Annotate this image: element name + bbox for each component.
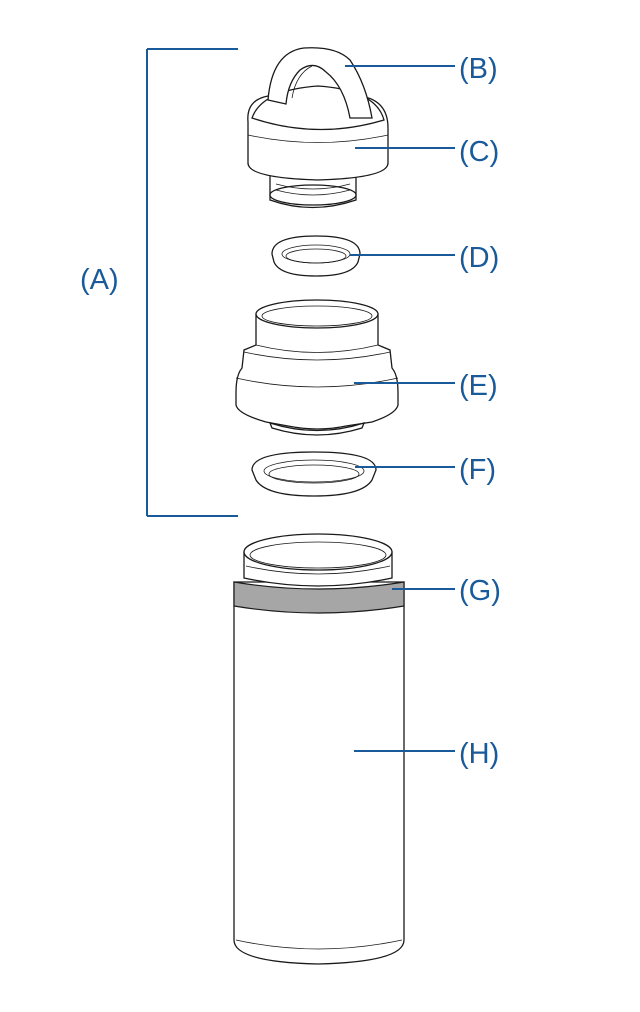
small-gasket-part xyxy=(271,235,361,277)
collar-part xyxy=(235,299,399,436)
label-a: (A) xyxy=(80,264,119,296)
cap-part xyxy=(247,47,389,209)
label-h: (H) xyxy=(459,738,500,770)
large-gasket-part xyxy=(251,451,377,497)
bottle-body-part xyxy=(233,533,405,965)
label-c: (C) xyxy=(459,136,500,168)
label-b: (B) xyxy=(459,53,498,85)
leader-lines xyxy=(345,65,455,752)
label-d: (D) xyxy=(459,242,500,274)
grip-band xyxy=(233,581,405,614)
assembly-bracket xyxy=(146,48,238,517)
label-e: (E) xyxy=(459,370,498,402)
label-f: (F) xyxy=(459,454,497,486)
label-g: (G) xyxy=(459,575,501,607)
